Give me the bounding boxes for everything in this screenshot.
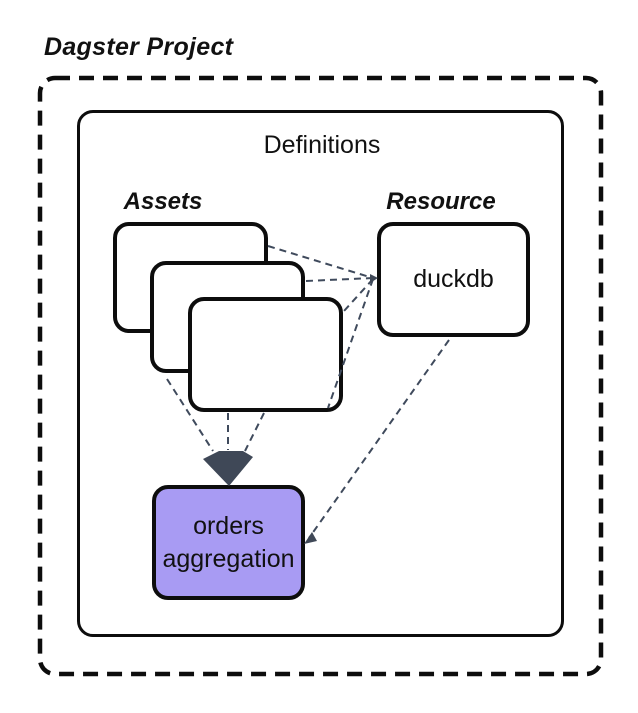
duckdb-box: duckdb	[377, 222, 530, 337]
dagster-project-boundary	[37, 75, 604, 677]
page-title: Dagster Project	[44, 33, 234, 61]
definitions-label: Definitions	[263, 131, 381, 159]
duckdb-label: duckdb	[413, 265, 494, 293]
assets-label: Assets	[123, 188, 203, 215]
asset-card-front	[188, 297, 343, 412]
orders-aggregation-label: orders aggregation	[162, 511, 295, 573]
resource-label: Resource	[386, 188, 496, 215]
orders-aggregation-box: orders aggregation	[152, 485, 305, 600]
